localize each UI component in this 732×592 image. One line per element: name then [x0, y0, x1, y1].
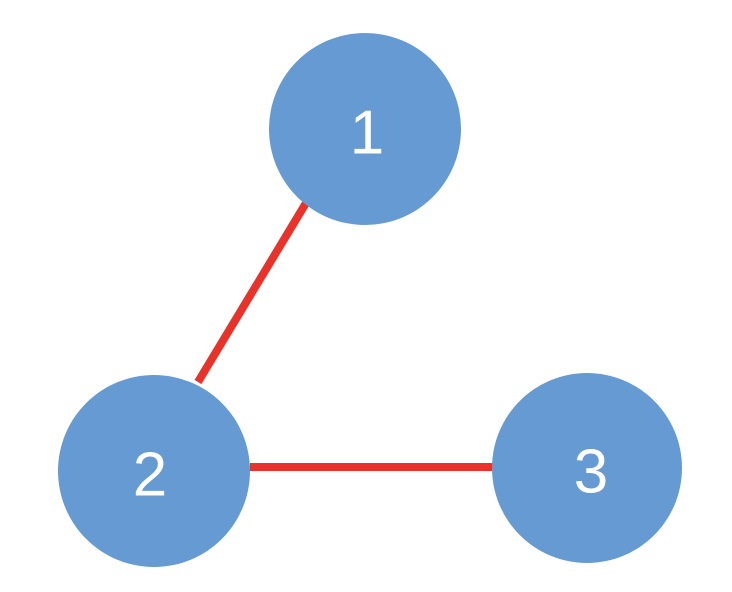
graph-edge-1-2[interactable]: [194, 200, 310, 385]
graph-node-label-2: 2: [133, 441, 167, 510]
graph-node-2[interactable]: 2: [58, 375, 250, 567]
graph-node-circle-2[interactable]: [58, 375, 250, 567]
edges-layer: [194, 200, 494, 471]
graph-node-circle-3[interactable]: [492, 373, 682, 563]
graph-node-3[interactable]: 3: [492, 373, 682, 563]
graph-node-label-3: 3: [574, 438, 608, 507]
nodes-layer: 1 2 3: [58, 33, 682, 567]
graph-node-1[interactable]: 1: [269, 33, 461, 225]
graph-node-label-1: 1: [350, 99, 384, 168]
graph-node-circle-1[interactable]: [269, 33, 461, 225]
